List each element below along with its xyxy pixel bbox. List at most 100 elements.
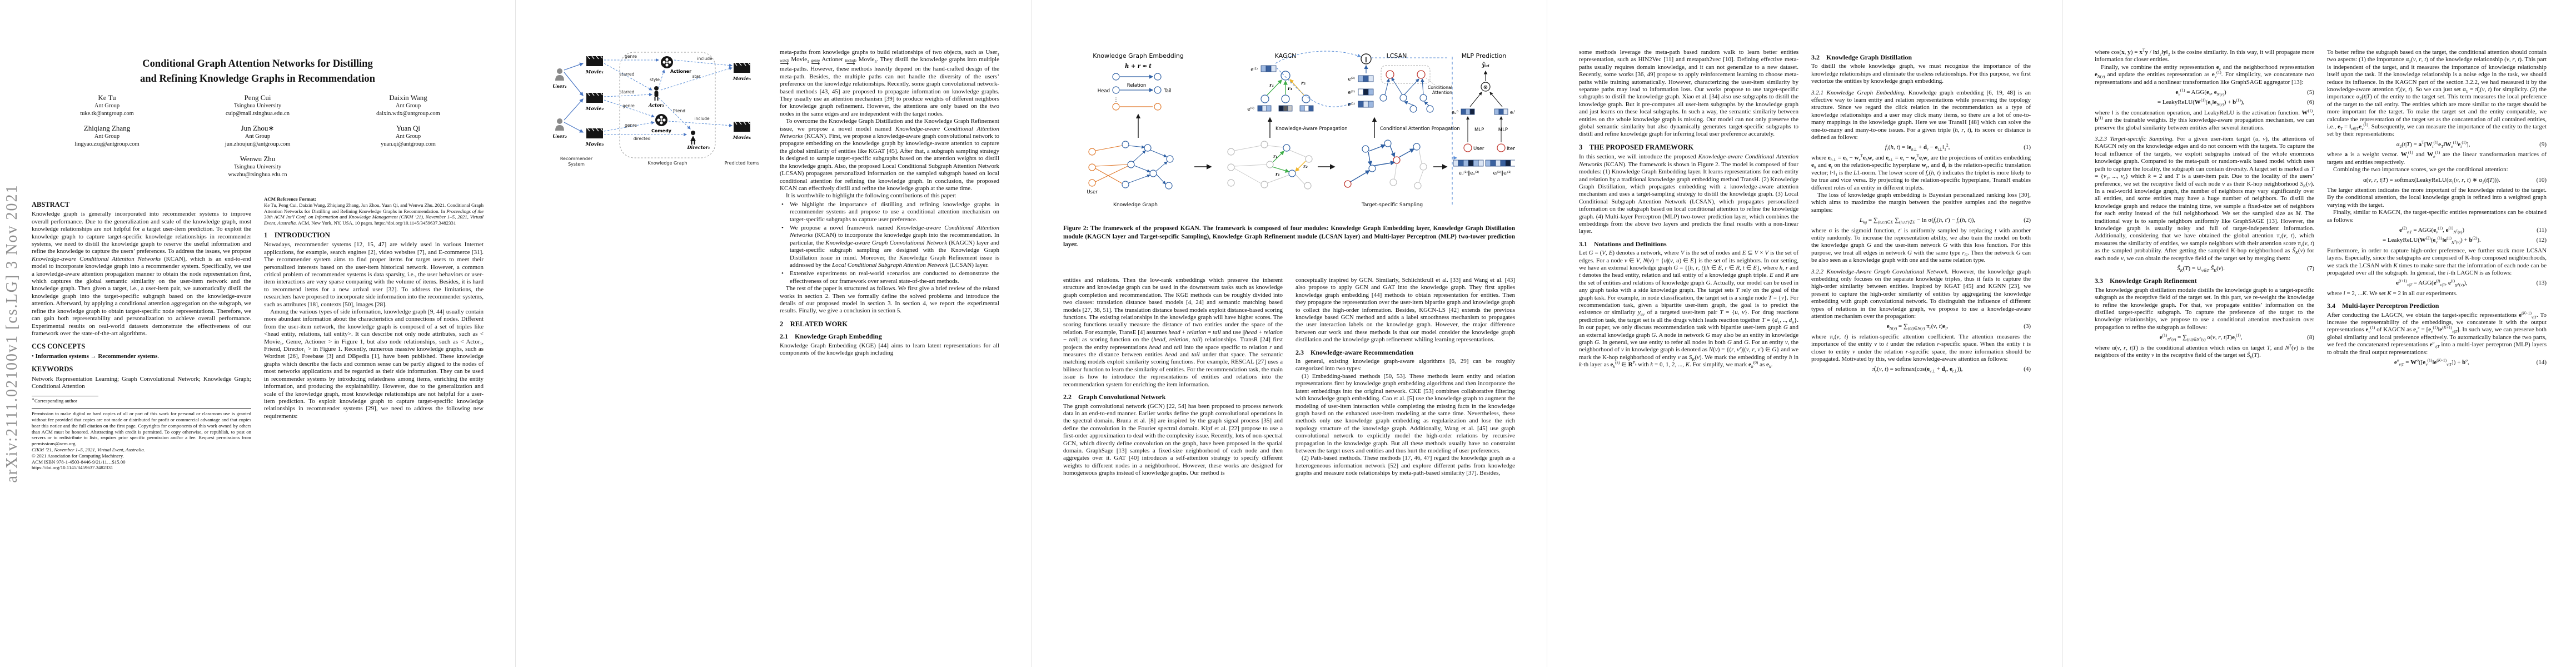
subsection-heading: 3.3 Knowledge Graph Refinement	[2095, 277, 2197, 285]
embedding-label: e⁽²⁾	[1348, 90, 1355, 96]
equation-body: e(2)v|T = AGG(ev(1), e(1)NT(v))	[2399, 225, 2465, 235]
equation-body: = LeakyReLU(W(2)(ev(1)‖e(1)NT(v)) + b(2)…	[2382, 235, 2481, 245]
bullet-list-item: •Extensive experiments on real-world sce…	[780, 270, 999, 285]
tower-label: Item	[1507, 146, 1515, 152]
paragraph: where a is a weight vector. Wt(1) and We…	[2327, 150, 2547, 166]
svg-text:style: style	[650, 77, 660, 82]
interaction-edge	[564, 62, 584, 133]
figure-1: User₁ User₂ Movie₁ Movie₂ Movie₃ Movie₅ …	[547, 49, 767, 172]
run-in-subsection: 3.2.1 Knowledge Graph Embedding. Knowled…	[1811, 89, 2031, 141]
transh-formula: h + r ≈ t	[1125, 63, 1152, 69]
paragraph: where cos(x, y) = xTy / ‖x‖2‖y‖2 is the …	[2095, 47, 2315, 63]
node-label: Director₁	[687, 145, 710, 150]
concat-node	[1361, 53, 1372, 64]
equation-body: = LeakyReLU(W(1)(ev‖eN(v)) + b(1)),	[2157, 97, 2245, 107]
kge-edge	[1120, 74, 1154, 107]
paragraph: Combining the two importance scores, we …	[2333, 166, 2508, 173]
paragraph: where i = 2, ...K. We set K = 2 in all o…	[2327, 290, 2458, 297]
embedding-bar	[1257, 105, 1314, 112]
equation: fr(h, t) = ‖eh⊥ + dr − et⊥‖12,(1)	[1811, 143, 2031, 152]
kge-label: Tail	[1163, 88, 1172, 94]
equation: eN(v) = ∑(r,t)∈N(v) πr(v, t)et,(3)	[1811, 323, 2031, 330]
subsection-heading: 2.3 Knowledge-aware Recommendation	[1296, 348, 1414, 356]
section-heading: 1 INTRODUCTION	[264, 231, 330, 239]
conditional-attention-label: Conditional Attention	[1428, 85, 1452, 95]
paragraph: After conducting the LAGCN, we obtain th…	[2327, 310, 2547, 356]
run-in-subsection: 3.2.2 Knowledge-Aware Graph Covolutional…	[1811, 268, 2031, 320]
equation-number: (3)	[2024, 323, 2031, 330]
paragraph: entities and relations. Then the low-ran…	[1063, 277, 1283, 388]
figure-2-caption: Figure 2: The framework of the proposed …	[1063, 225, 1515, 248]
paragraph: In this section, we will introduce the p…	[1579, 153, 1798, 235]
propagation-label: Conditional Attention Propagation	[1380, 126, 1460, 132]
vertical-dots: ⋮	[1114, 97, 1119, 103]
paragraph: (2) Path-based methods. These methods [1…	[1296, 455, 1515, 477]
equation: ev(1) = AGG(ev, eN(v))(5)	[2095, 88, 2314, 96]
concat-link	[1275, 51, 1362, 64]
node-label: Movie₁	[585, 69, 604, 75]
svg-text:starred: starred	[620, 72, 635, 77]
node-label: Movie₃	[585, 142, 604, 147]
node-label: Comedy	[651, 128, 672, 133]
paragraph: The graph convolutional network (GCN) [2…	[1063, 402, 1283, 477]
svg-text:genre: genre	[625, 123, 637, 128]
svg-text:star: star	[692, 74, 701, 79]
kge-label: Relation	[1127, 83, 1147, 88]
svg-text:Predicted Items: Predicted Items	[725, 161, 759, 166]
text-column: meta-paths from knowledge graphs to buil…	[780, 49, 999, 610]
section-heading: 3 THE PROPOSED FRAMEWORK	[1579, 143, 1694, 151]
svg-text:System: System	[568, 162, 585, 167]
relation-label: r₁	[1273, 153, 1278, 159]
equation: α2(t|T) = aT[Wt(1)eT‖We(1)et(1)],(9)	[2327, 140, 2547, 148]
run-in-subsection: 3.2.3 Target-specific Sampling. For a gi…	[2095, 136, 2315, 262]
equation-number: (9)	[2539, 141, 2547, 148]
multiply-node	[1481, 82, 1491, 92]
text-column: entities and relations. Then the low-ran…	[1063, 277, 1283, 610]
svg-text:Conditional: Conditional	[1428, 85, 1452, 90]
node-label: Actioner	[670, 69, 691, 74]
multiply-symbol: ⊗	[1483, 84, 1488, 91]
svg-text:Recommender: Recommender	[560, 156, 593, 161]
node-label: Actor₁	[648, 102, 664, 108]
bullet-list-item: •We highlight the importance of distilli…	[780, 201, 999, 223]
conditional-attention-box	[1381, 65, 1431, 84]
paragraph: To distill the whole knowledge graph, we…	[1811, 63, 2031, 85]
fine-print: Permission to make digital or hard copie…	[32, 411, 251, 447]
mlp-arrow	[1489, 92, 1503, 107]
node-label: Movie₂	[585, 106, 604, 112]
svg-text:MLP Prediction: MLP Prediction	[1462, 52, 1506, 59]
equation: = LeakyReLU(W(1)(ev‖eN(v)) + b(1)), (6)	[2095, 97, 2314, 107]
edge-label: genre starred starred genre genre direct…	[620, 54, 712, 141]
module-header: Knowledge Graph Embedding KAGCN LCSAN ML…	[1093, 52, 1506, 59]
section-heading: CCS CONCEPTS	[32, 342, 86, 351]
kge-label: Head	[1098, 88, 1110, 94]
mlp-label: MLP	[1474, 127, 1484, 133]
fine-print: Ke Tu, Peng Cui, Daixin Wang, Zhiqiang Z…	[264, 202, 484, 226]
equation: α(v, r, t|T) = softmax(LeakyReLU(α1(v, r…	[2327, 177, 2547, 184]
embedding-label: e⁽¹⁾	[1250, 67, 1258, 73]
page-5: where cos(x, y) = xTy / ‖x‖2‖y‖2 is the …	[2062, 0, 2576, 667]
paragraph: Among the various types of side informat…	[264, 308, 484, 420]
equation: Lkg = ∑(h,r,t)∈E ∑(h,r,t′)∉E − ln σ(fr(h…	[1811, 217, 2031, 224]
node-label: User₁	[552, 84, 567, 89]
subsection-heading: 2.1 Knowledge Graph Embedding	[780, 332, 882, 341]
text-column: To better refine the subgraph based on t…	[2327, 49, 2547, 610]
title-line-2: and Refining Knowledge Graphs in Recomme…	[140, 73, 375, 84]
equation-number: (6)	[2307, 99, 2314, 106]
paragraph: Knowledge graph is generally incorporate…	[32, 211, 251, 337]
bullet-list-item: •We propose a novel framework named Know…	[780, 225, 999, 269]
paragraph: The loss of knowledge graph embedding is…	[1811, 191, 2031, 213]
relation-label: r₂	[1303, 163, 1308, 169]
kagcn-leaf-node	[1260, 94, 1311, 103]
concat-symbol: ‖	[1365, 57, 1368, 63]
embedding-label: eᵢ⁽¹⁾‖eᵢ⁽³⁾	[1493, 171, 1512, 176]
figure-2: Knowledge Graph Embedding KAGCN LCSAN ML…	[1063, 49, 1517, 223]
pointer-line	[1424, 76, 1439, 88]
embedding-label: e⁽³⁾	[1348, 77, 1355, 82]
relation-label: r₂	[1301, 81, 1306, 86]
knowledge-graph-box	[619, 52, 716, 158]
svg-text:directed: directed	[634, 136, 651, 141]
